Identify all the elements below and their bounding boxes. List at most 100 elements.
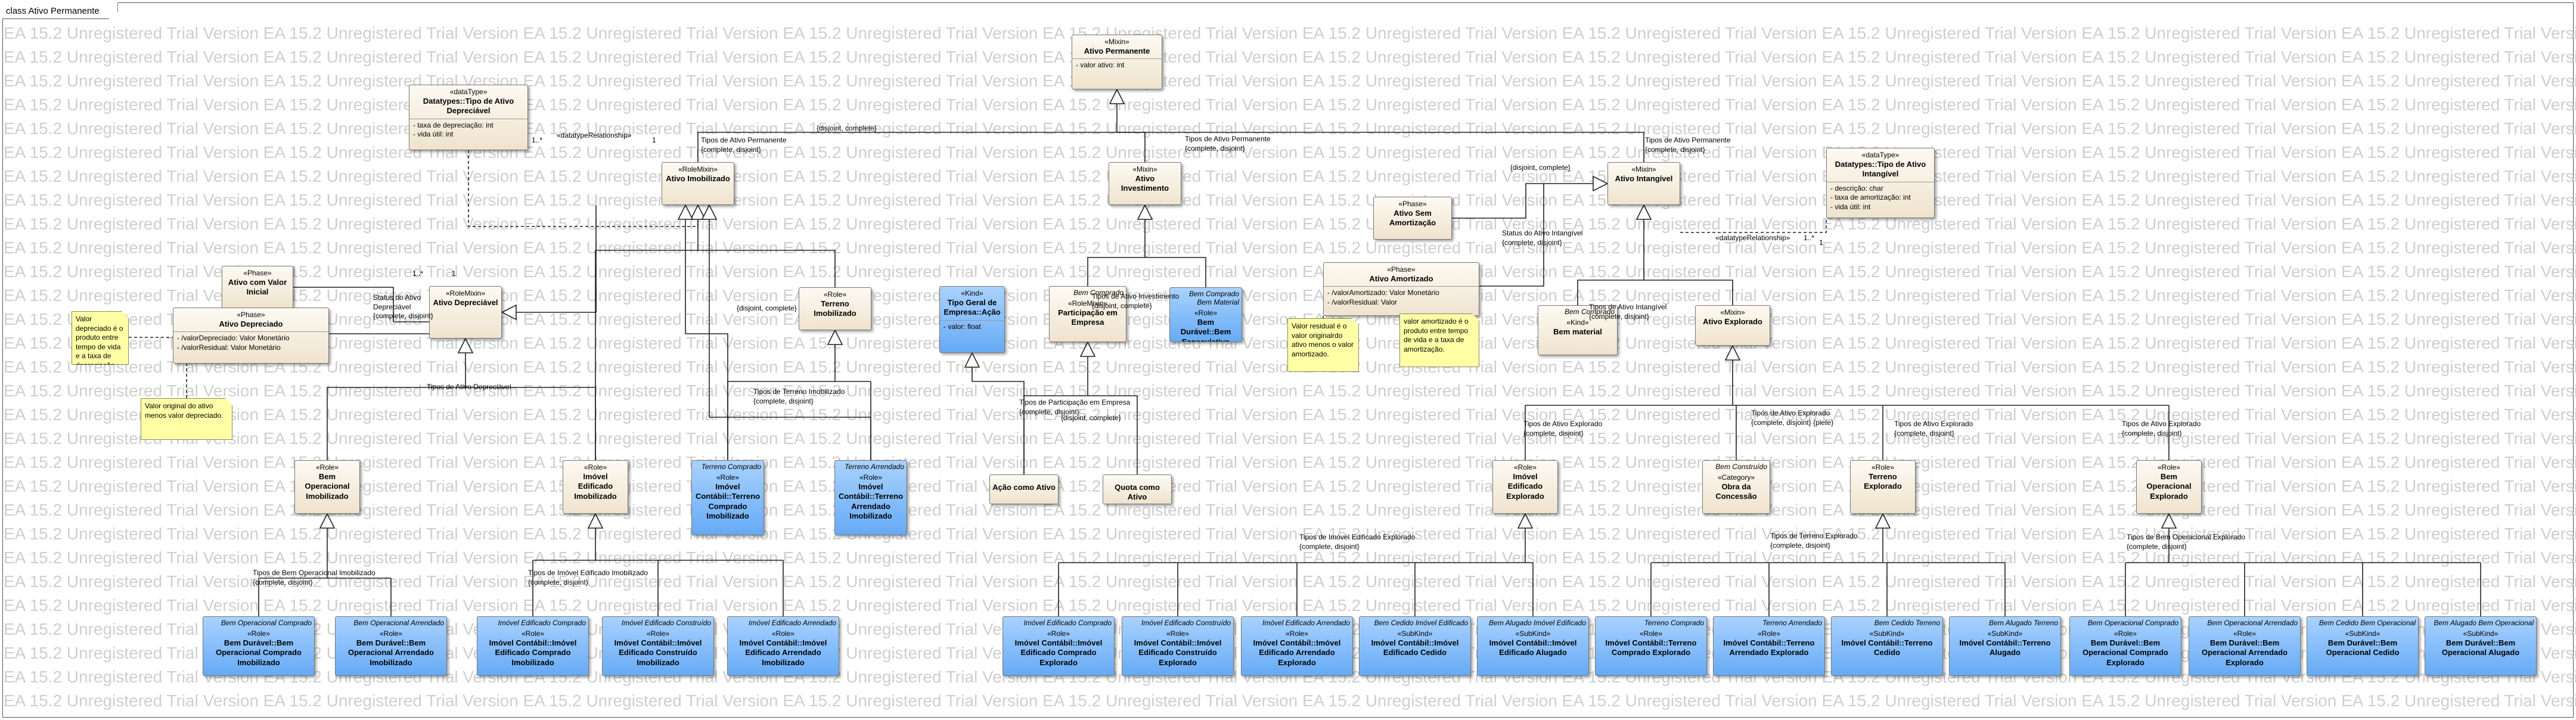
- class-name: Quota como Ativo: [1115, 483, 1160, 502]
- class-header: «dataType»Datatypes::Tipo de Ativo Depre…: [409, 85, 527, 119]
- class-box-b6[interactable]: Imóvel Edificado Comprado«Role»Imóvel Co…: [1003, 616, 1115, 676]
- class-box-terreno-comprado[interactable]: Terreno Comprado«Role»Imóvel Contábil::T…: [691, 460, 764, 535]
- class-box-b1[interactable]: Bem Operacional Comprado«Role»Bem Duráve…: [203, 616, 315, 676]
- class-box-particip-empresa[interactable]: Bem Comprado«RoleMixin»Participação em E…: [1049, 286, 1126, 342]
- class-header: «Role»Bem Operacional Imobilizado: [295, 461, 359, 504]
- class-name: Bem Durável::Bem Operacional Cedido: [2326, 638, 2400, 657]
- class-stereotype: «dataType»: [1861, 151, 1900, 159]
- class-box-b9[interactable]: Bem Cedido Imóvel Edificado«SubKind»Imóv…: [1359, 616, 1471, 676]
- class-stereotype: «Role»: [521, 629, 545, 638]
- class-box-ativo-depreciavel[interactable]: «RoleMixin»Ativo Depreciável: [429, 286, 502, 339]
- class-box-b10[interactable]: Bem Alugado Imóvel Edificado«SubKind»Imó…: [1477, 616, 1589, 676]
- class-name: Imóvel Contábil::Imóvel Edificado Compra…: [489, 638, 577, 667]
- class-box-ativo-intangivel[interactable]: «Mixin»Ativo Intangível: [1607, 162, 1680, 205]
- class-box-b13[interactable]: Bem Cedido Terreno«SubKind»Imóvel Contáb…: [1831, 616, 1943, 676]
- class-header: «Phase»Ativo Sem Amortização: [1374, 197, 1451, 231]
- class-box-terreno-expl[interactable]: «Role»Terreno Explorado: [1850, 460, 1916, 514]
- class-name: Ativo Permanente: [1084, 46, 1150, 55]
- class-header: «RoleMixin»Ativo Imobilizado: [662, 163, 734, 186]
- generalization-line: [697, 219, 836, 287]
- connector-label-l25: Tipos de Bem Operacional Explorado {comp…: [2127, 533, 2245, 551]
- class-box-terreno-arrendado[interactable]: Terreno Arrendado«Role»Imóvel Contábil::…: [834, 460, 907, 535]
- connector-label-l19: Tipos de Ativo Explorado {complete, disj…: [1894, 420, 1973, 437]
- class-box-b15[interactable]: Bem Operacional Comprado«Role»Bem Duráve…: [2069, 616, 2181, 676]
- class-header: Quota como Ativo: [1103, 475, 1171, 504]
- class-attribute: - descrição: char: [1830, 184, 1883, 193]
- class-box-tipo-deprec[interactable]: «dataType»Datatypes::Tipo de Ativo Depre…: [409, 85, 528, 150]
- class-box-b17[interactable]: Bem Cedido Bem Operacional«SubKind»Bem D…: [2307, 616, 2419, 676]
- connector-label-l23: Tipos de Imóvel Edificado Explorado {com…: [1299, 533, 1416, 551]
- class-stereotype: «Role»: [646, 629, 670, 638]
- class-stereotype: «Mixin»: [1720, 308, 1745, 316]
- class-header: «RoleMixin»Participação em Empresa: [1050, 297, 1126, 330]
- class-name: Ativo Imobilizado: [666, 174, 730, 183]
- class-box-ativo-permanente[interactable]: «Mixin»Ativo Permanente- valor ativo: in…: [1072, 35, 1162, 89]
- class-box-b5[interactable]: Imóvel Edificado Arrendado«Role»Imóvel C…: [727, 616, 839, 676]
- class-box-terreno-imob[interactable]: «Role»Terreno Imobilizado: [799, 287, 871, 330]
- class-tag: Imóvel Edificado Arrendado: [749, 619, 836, 627]
- class-header: «Role»Bem Durável::Bem Operacional Compr…: [203, 627, 314, 670]
- class-box-b4[interactable]: Imóvel Edificado Construído«Role»Imóvel …: [602, 616, 714, 676]
- generalization-line: [1479, 184, 1544, 287]
- class-box-ativo-valor-inicial[interactable]: «Phase»Ativo com Valor Inicial: [222, 266, 293, 309]
- class-box-b8[interactable]: Imóvel Edificado Arrendado«Role»Imóvel C…: [1241, 616, 1353, 676]
- class-name: Bem Durável::Bem Operacional Arrendado E…: [2202, 638, 2288, 667]
- class-name: Ativo Explorado: [1703, 317, 1762, 326]
- class-name: Bem Durável::Bem Operacional Arrendado I…: [348, 638, 434, 667]
- class-box-b11[interactable]: Terreno Comprado«Role»Imóvel Contábil::T…: [1595, 616, 1707, 676]
- class-box-ativo-sem-amort[interactable]: «Phase»Ativo Sem Amortização: [1373, 197, 1452, 240]
- class-box-ativo-depreciado[interactable]: «Phase»Ativo Depreciado- /valorDepreciad…: [173, 308, 329, 364]
- class-name: Participação em Empresa: [1058, 308, 1118, 327]
- class-box-ativo-invest[interactable]: «Mixin»Ativo Investimento: [1109, 162, 1181, 205]
- class-box-quota-ativo[interactable]: Quota como Ativo: [1103, 474, 1172, 504]
- connector-label-l3: Tipos de Ativo Permanente {complete, dis…: [1185, 135, 1271, 153]
- generalization-line: [685, 219, 728, 460]
- generalization-line: [1577, 219, 1644, 305]
- class-box-b2[interactable]: Bem Operacional Arrendado«Role»Bem Duráv…: [335, 616, 447, 676]
- class-tag: Bem Alugado Imóvel Edificado: [1489, 619, 1586, 627]
- class-box-b18[interactable]: Bem Alugado Bem Operacional«SubKind»Bem …: [2425, 616, 2537, 676]
- class-box-b14[interactable]: Bem Alugado Terreno«SubKind»Imóvel Contá…: [1949, 616, 2061, 676]
- class-attributes: - /valorDepreciado: Valor Monetário- /va…: [173, 331, 328, 354]
- class-box-b12[interactable]: Terreno Arrendado«Role»Imóvel Contábil::…: [1713, 616, 1825, 676]
- generalization-arrowhead: [1137, 204, 1153, 220]
- connector-label-l6: Status do Ativo Intangível {complete, di…: [1502, 229, 1583, 247]
- connector-label-l17: Tipos de Ativo Explorado {complete, disj…: [1523, 420, 1603, 437]
- class-box-tipo-geral-acao[interactable]: «Kind»Tipo Geral de Empresa::Ação- valor…: [939, 286, 1005, 353]
- class-box-b3[interactable]: Imóvel Edificado Comprado«Role»Imóvel Co…: [477, 616, 589, 676]
- class-box-obra-concessao[interactable]: Bem Construído«Category»Obra da Concessã…: [1702, 460, 1770, 514]
- class-box-bem-especulativo[interactable]: Bem Comprado Bem Material«Role»Bem Duráv…: [1169, 287, 1242, 342]
- generalization-line: [1145, 257, 1206, 287]
- class-stereotype: «Role»: [2157, 463, 2181, 471]
- generalization-line: [1117, 132, 1644, 162]
- datatype-relationship: [1680, 218, 1827, 233]
- class-box-bem-op-imob[interactable]: «Role»Bem Operacional Imobilizado: [294, 460, 360, 514]
- connector-label-l18: Tipos de Ativo Explorado {complete, disj…: [1751, 409, 1834, 427]
- class-box-tipo-intang[interactable]: «dataType»Datatypes::Tipo de Ativo Intan…: [1826, 148, 1935, 218]
- class-header: «Role»Imóvel Contábil::Imóvel Edificado …: [477, 627, 588, 670]
- class-tag: Imóvel Edificado Arrendado: [1262, 619, 1350, 627]
- class-box-bem-op-expl[interactable]: «Role»Bem Operacional Explorado: [2136, 460, 2202, 514]
- class-box-ativo-explorado[interactable]: «Mixin»Ativo Explorado: [1695, 305, 1770, 346]
- connector-label-l22: Tipos de Imóvel Edificado Imobilizado {c…: [528, 569, 648, 586]
- class-stereotype: «RoleMixin»: [1067, 299, 1108, 308]
- class-header: «Role»Imóvel Contábil::Terreno Comprado …: [692, 471, 764, 523]
- class-box-bem-material[interactable]: Bem Comprado«Kind»Bem material: [1538, 305, 1618, 355]
- class-name: Imóvel Contábil::Imóvel Edificado Arrend…: [739, 638, 827, 667]
- class-header: «Role»Bem Durável::Bem Especulativo: [1170, 306, 1242, 342]
- class-box-b7[interactable]: Imóvel Edificado Construído«Role»Imóvel …: [1122, 616, 1234, 676]
- class-attribute: - valor ativo: int: [1076, 61, 1125, 70]
- generalization-arrowhead: [1724, 345, 1741, 361]
- class-box-imovel-edif-imob[interactable]: «Role»Imóvel Edificado Imobilizado: [563, 460, 628, 514]
- class-box-b16[interactable]: Bem Operacional Arrendado«Role»Bem Duráv…: [2189, 616, 2301, 676]
- class-header: «Role»Imóvel Contábil::Imóvel Edificado …: [1242, 627, 1352, 670]
- class-name: Tipo Geral de Empresa::Ação: [944, 298, 1001, 317]
- class-box-acao-ativo[interactable]: Ação como Ativo: [989, 474, 1059, 504]
- class-header: «Role»Imóvel Contábil::Imóvel Edificado …: [1003, 627, 1114, 670]
- class-box-ativo-imob[interactable]: «RoleMixin»Ativo Imobilizado: [662, 162, 734, 205]
- class-box-imovel-edif-expl[interactable]: «Role»Imóvel Edificado Explorado: [1492, 460, 1558, 514]
- class-stereotype: «Kind»: [961, 289, 983, 297]
- class-header: «Role»Terreno Explorado: [1851, 461, 1915, 494]
- class-box-ativo-amortizado[interactable]: «Phase»Ativo Amortizado- /valorAmortizad…: [1323, 262, 1479, 316]
